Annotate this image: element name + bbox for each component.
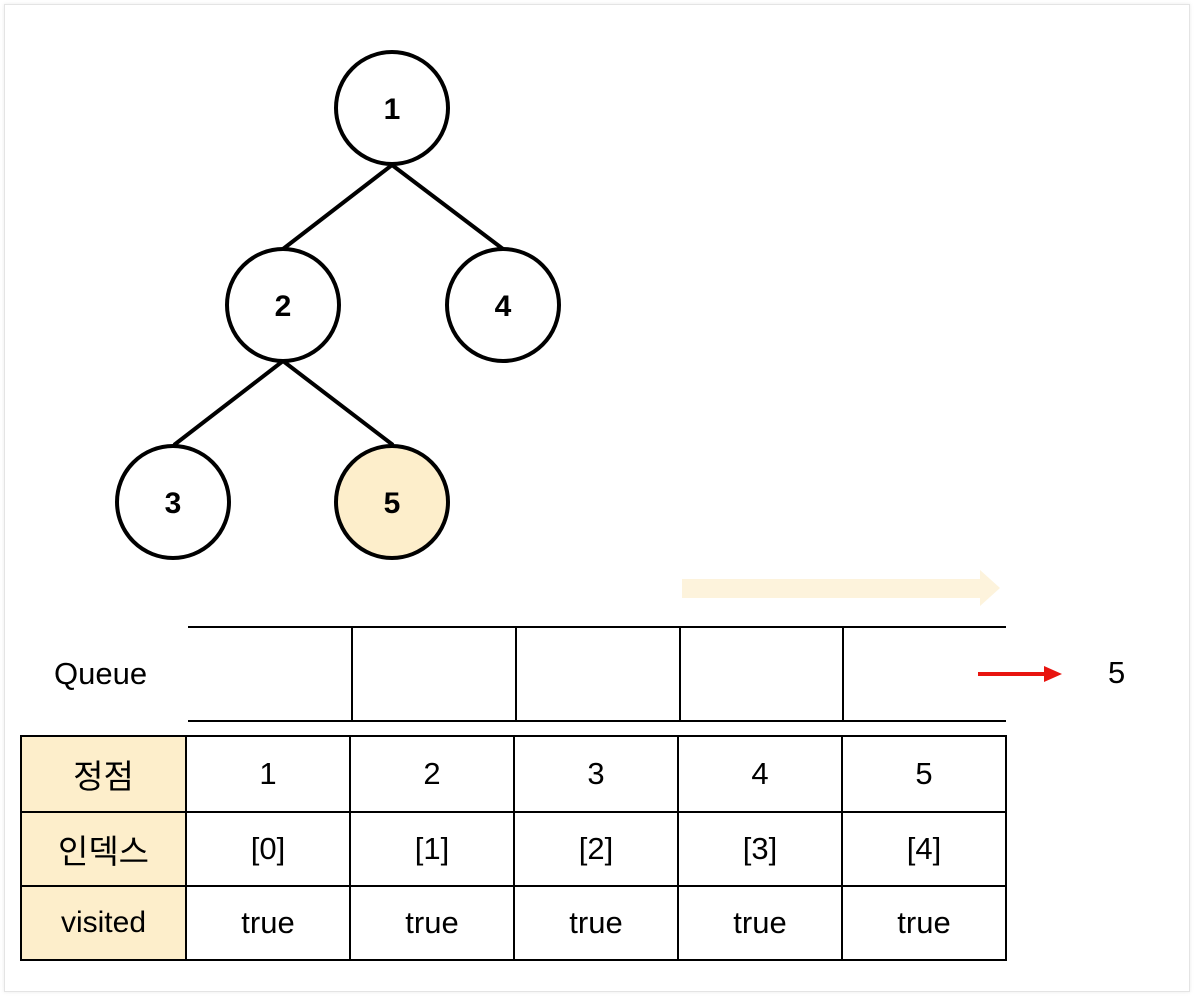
visited-table: 정점 1 2 3 4 5 인덱스 [0] [1] [2] [3] [4] vis… xyxy=(20,735,1007,961)
tree-node-2: 2 xyxy=(225,247,341,363)
tree-node-4: 4 xyxy=(445,247,561,363)
edge-2-3 xyxy=(172,359,285,447)
dequeued-value: 5 xyxy=(1108,655,1126,690)
row-header-index: 인덱스 xyxy=(20,811,187,887)
tree-node-3: 3 xyxy=(115,444,231,560)
table-cell: [4] xyxy=(841,811,1007,887)
table-cell: true xyxy=(349,885,515,961)
edge-1-4 xyxy=(390,163,505,251)
queue-label: Queue xyxy=(54,656,148,691)
table-row-index: 인덱스 [0] [1] [2] [3] [4] xyxy=(20,811,1007,887)
table-cell: 3 xyxy=(513,735,679,813)
queue-flow-arrow xyxy=(682,570,1000,606)
node-circle xyxy=(225,247,341,363)
queue-box xyxy=(188,626,1006,722)
table-cell: [1] xyxy=(349,811,515,887)
edge-2-5 xyxy=(281,359,395,447)
table-cell: true xyxy=(185,885,351,961)
node-label: 4 xyxy=(495,290,512,323)
node-circle xyxy=(334,50,450,166)
table-cell: true xyxy=(677,885,843,961)
table-cell: 5 xyxy=(841,735,1007,813)
dequeue-arrow xyxy=(978,666,1062,682)
edge-1-2 xyxy=(281,163,394,251)
tree-node-1: 1 xyxy=(334,50,450,166)
table-cell: 4 xyxy=(677,735,843,813)
node-circle xyxy=(115,444,231,560)
node-circle-highlighted xyxy=(334,444,450,560)
table-cell: [2] xyxy=(513,811,679,887)
table-cell: 2 xyxy=(349,735,515,813)
table-row-vertex: 정점 1 2 3 4 5 xyxy=(20,735,1007,813)
node-circle xyxy=(445,247,561,363)
table-row-visited: visited true true true true true xyxy=(20,885,1007,961)
node-label: 5 xyxy=(384,487,401,520)
node-label: 2 xyxy=(275,290,292,323)
table-cell: true xyxy=(841,885,1007,961)
table-cell: 1 xyxy=(185,735,351,813)
table-cell: [0] xyxy=(185,811,351,887)
table-cell: [3] xyxy=(677,811,843,887)
table-cell: true xyxy=(513,885,679,961)
node-label: 1 xyxy=(384,93,401,126)
tree-node-5: 5 xyxy=(334,444,450,560)
row-header-vertex: 정점 xyxy=(20,735,187,813)
row-header-visited: visited xyxy=(20,885,187,961)
node-label: 3 xyxy=(165,487,182,520)
tree-edges xyxy=(172,163,505,447)
